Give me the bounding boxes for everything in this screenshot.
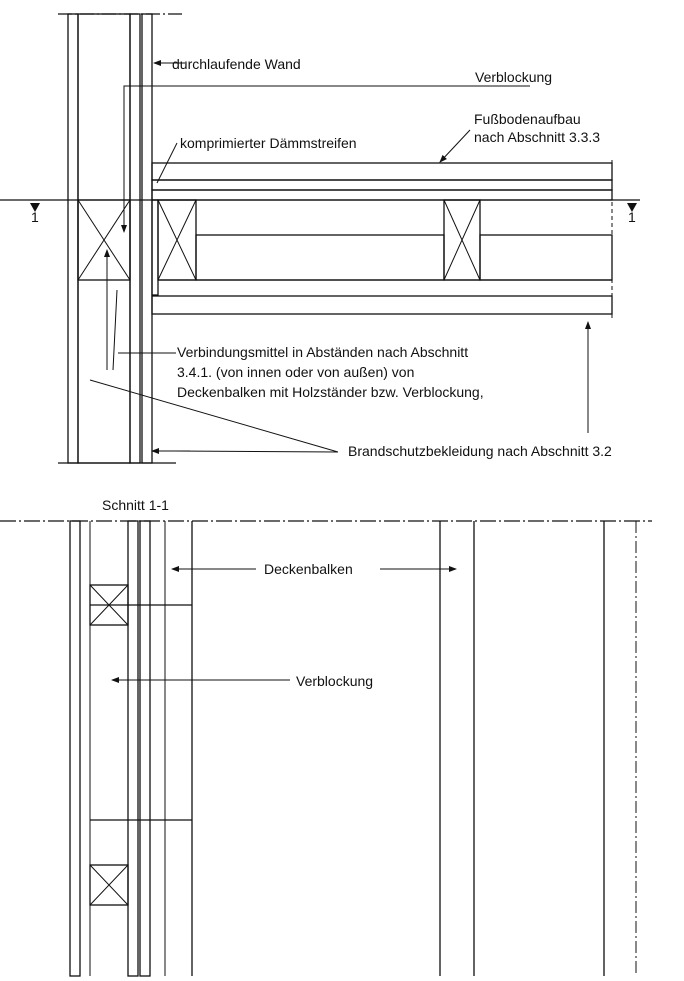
label-wall: durchlaufende Wand [172, 56, 301, 72]
label-fasteners-1: Verbindungsmittel in Abständen nach Absc… [177, 344, 468, 360]
floor-section [0, 160, 640, 318]
label-fasteners-3: Deckenbalken mit Holzständer bzw. Verblo… [177, 384, 484, 400]
label-floor-build-1: Fußbodenaufbau [474, 111, 581, 127]
svg-text:1: 1 [31, 209, 39, 225]
label-fire-protection: Brandschutzbekleidung nach Abschnitt 3.2 [348, 443, 612, 459]
label-blocking-bottom: Verblockung [296, 673, 373, 689]
svg-text:1: 1 [628, 209, 636, 225]
label-insulation-strip: komprimierter Dämmstreifen [180, 135, 357, 151]
label-beams: Deckenbalken [264, 561, 353, 577]
label-blocking-top: Verblockung [475, 69, 552, 85]
wall-vertical-section [58, 13, 182, 464]
label-fasteners-2: 3.4.1. (von innen oder von außen) von [177, 364, 414, 380]
section-marker-right: 1 [628, 209, 636, 225]
section-1-1-drawing [0, 520, 652, 977]
label-floor-build-2: nach Abschnitt 3.3.3 [474, 129, 600, 145]
section-marker-left: 1 [31, 209, 39, 225]
section-title: Schnitt 1-1 [102, 497, 169, 513]
